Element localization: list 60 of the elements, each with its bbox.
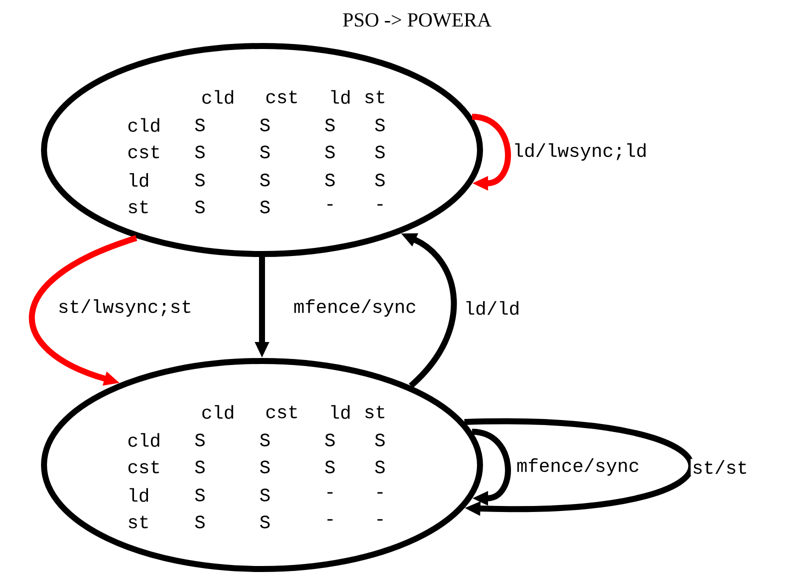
table-cell: st <box>128 200 148 214</box>
arrow <box>464 418 694 516</box>
state-ellipse <box>41 43 483 257</box>
table-cell: S <box>325 434 335 446</box>
table-cell: cld <box>202 405 234 419</box>
title: PSO -> POWERA <box>343 13 492 27</box>
table-cell: S <box>325 118 335 132</box>
table-cell: cst <box>128 460 159 474</box>
table-cell: S <box>195 146 205 158</box>
table-cell: - <box>327 492 333 494</box>
table-cell: st <box>128 516 148 528</box>
table-cell: cld <box>128 118 160 132</box>
table-cell: S <box>375 146 385 158</box>
table-cell: S <box>375 118 385 132</box>
edge-label: st/lwsync;st <box>56 298 194 318</box>
edge-label: st/st <box>690 458 750 476</box>
table-cell: S <box>195 488 205 502</box>
table-cell: ld <box>130 488 148 502</box>
table-cell: S <box>260 434 270 446</box>
table-cell: - <box>327 519 333 521</box>
table-cell: S <box>195 174 205 186</box>
table-cell: ld <box>130 173 148 187</box>
arrow <box>472 114 511 191</box>
table-cell: S <box>195 118 205 132</box>
table-cell: - <box>377 204 383 206</box>
table-cell: S <box>325 146 335 158</box>
table-cell: ld <box>331 405 350 419</box>
table-cell: cst <box>266 90 297 104</box>
edge-label: ld/ld <box>462 300 522 316</box>
edge-label: mfence/sync <box>292 298 418 318</box>
arrow <box>472 428 511 506</box>
table-cell: st <box>365 90 384 104</box>
table-cell: S <box>260 118 270 132</box>
table-cell: cld <box>202 90 234 104</box>
table-cell: S <box>260 516 270 528</box>
table-cell: ld <box>331 90 350 104</box>
table-cell: - <box>327 204 333 206</box>
table-cell: S <box>260 146 270 158</box>
table-cell: S <box>325 174 335 186</box>
edge-label: ld/lwsync;ld <box>511 142 649 162</box>
table-cell: S <box>195 200 205 214</box>
table-cell: S <box>375 460 385 474</box>
table-cell: S <box>260 488 270 502</box>
table-cell: S <box>375 434 385 446</box>
table-cell: S <box>375 174 385 186</box>
table-cell: cst <box>128 146 159 158</box>
edge-label: mfence/sync <box>515 456 641 478</box>
table-cell: - <box>377 519 383 521</box>
state-ellipse <box>41 358 483 572</box>
table-cell: S <box>195 516 205 528</box>
table-cell: - <box>377 492 383 494</box>
table-cell: S <box>260 460 270 474</box>
table-cell: S <box>325 460 335 474</box>
table-cell: cst <box>266 406 297 418</box>
table-cell: S <box>260 200 270 214</box>
table-cell: S <box>260 174 270 186</box>
table-cell: st <box>365 406 384 418</box>
table-cell: cld <box>128 433 160 447</box>
table-cell: S <box>195 460 205 474</box>
table-cell: S <box>195 434 205 446</box>
